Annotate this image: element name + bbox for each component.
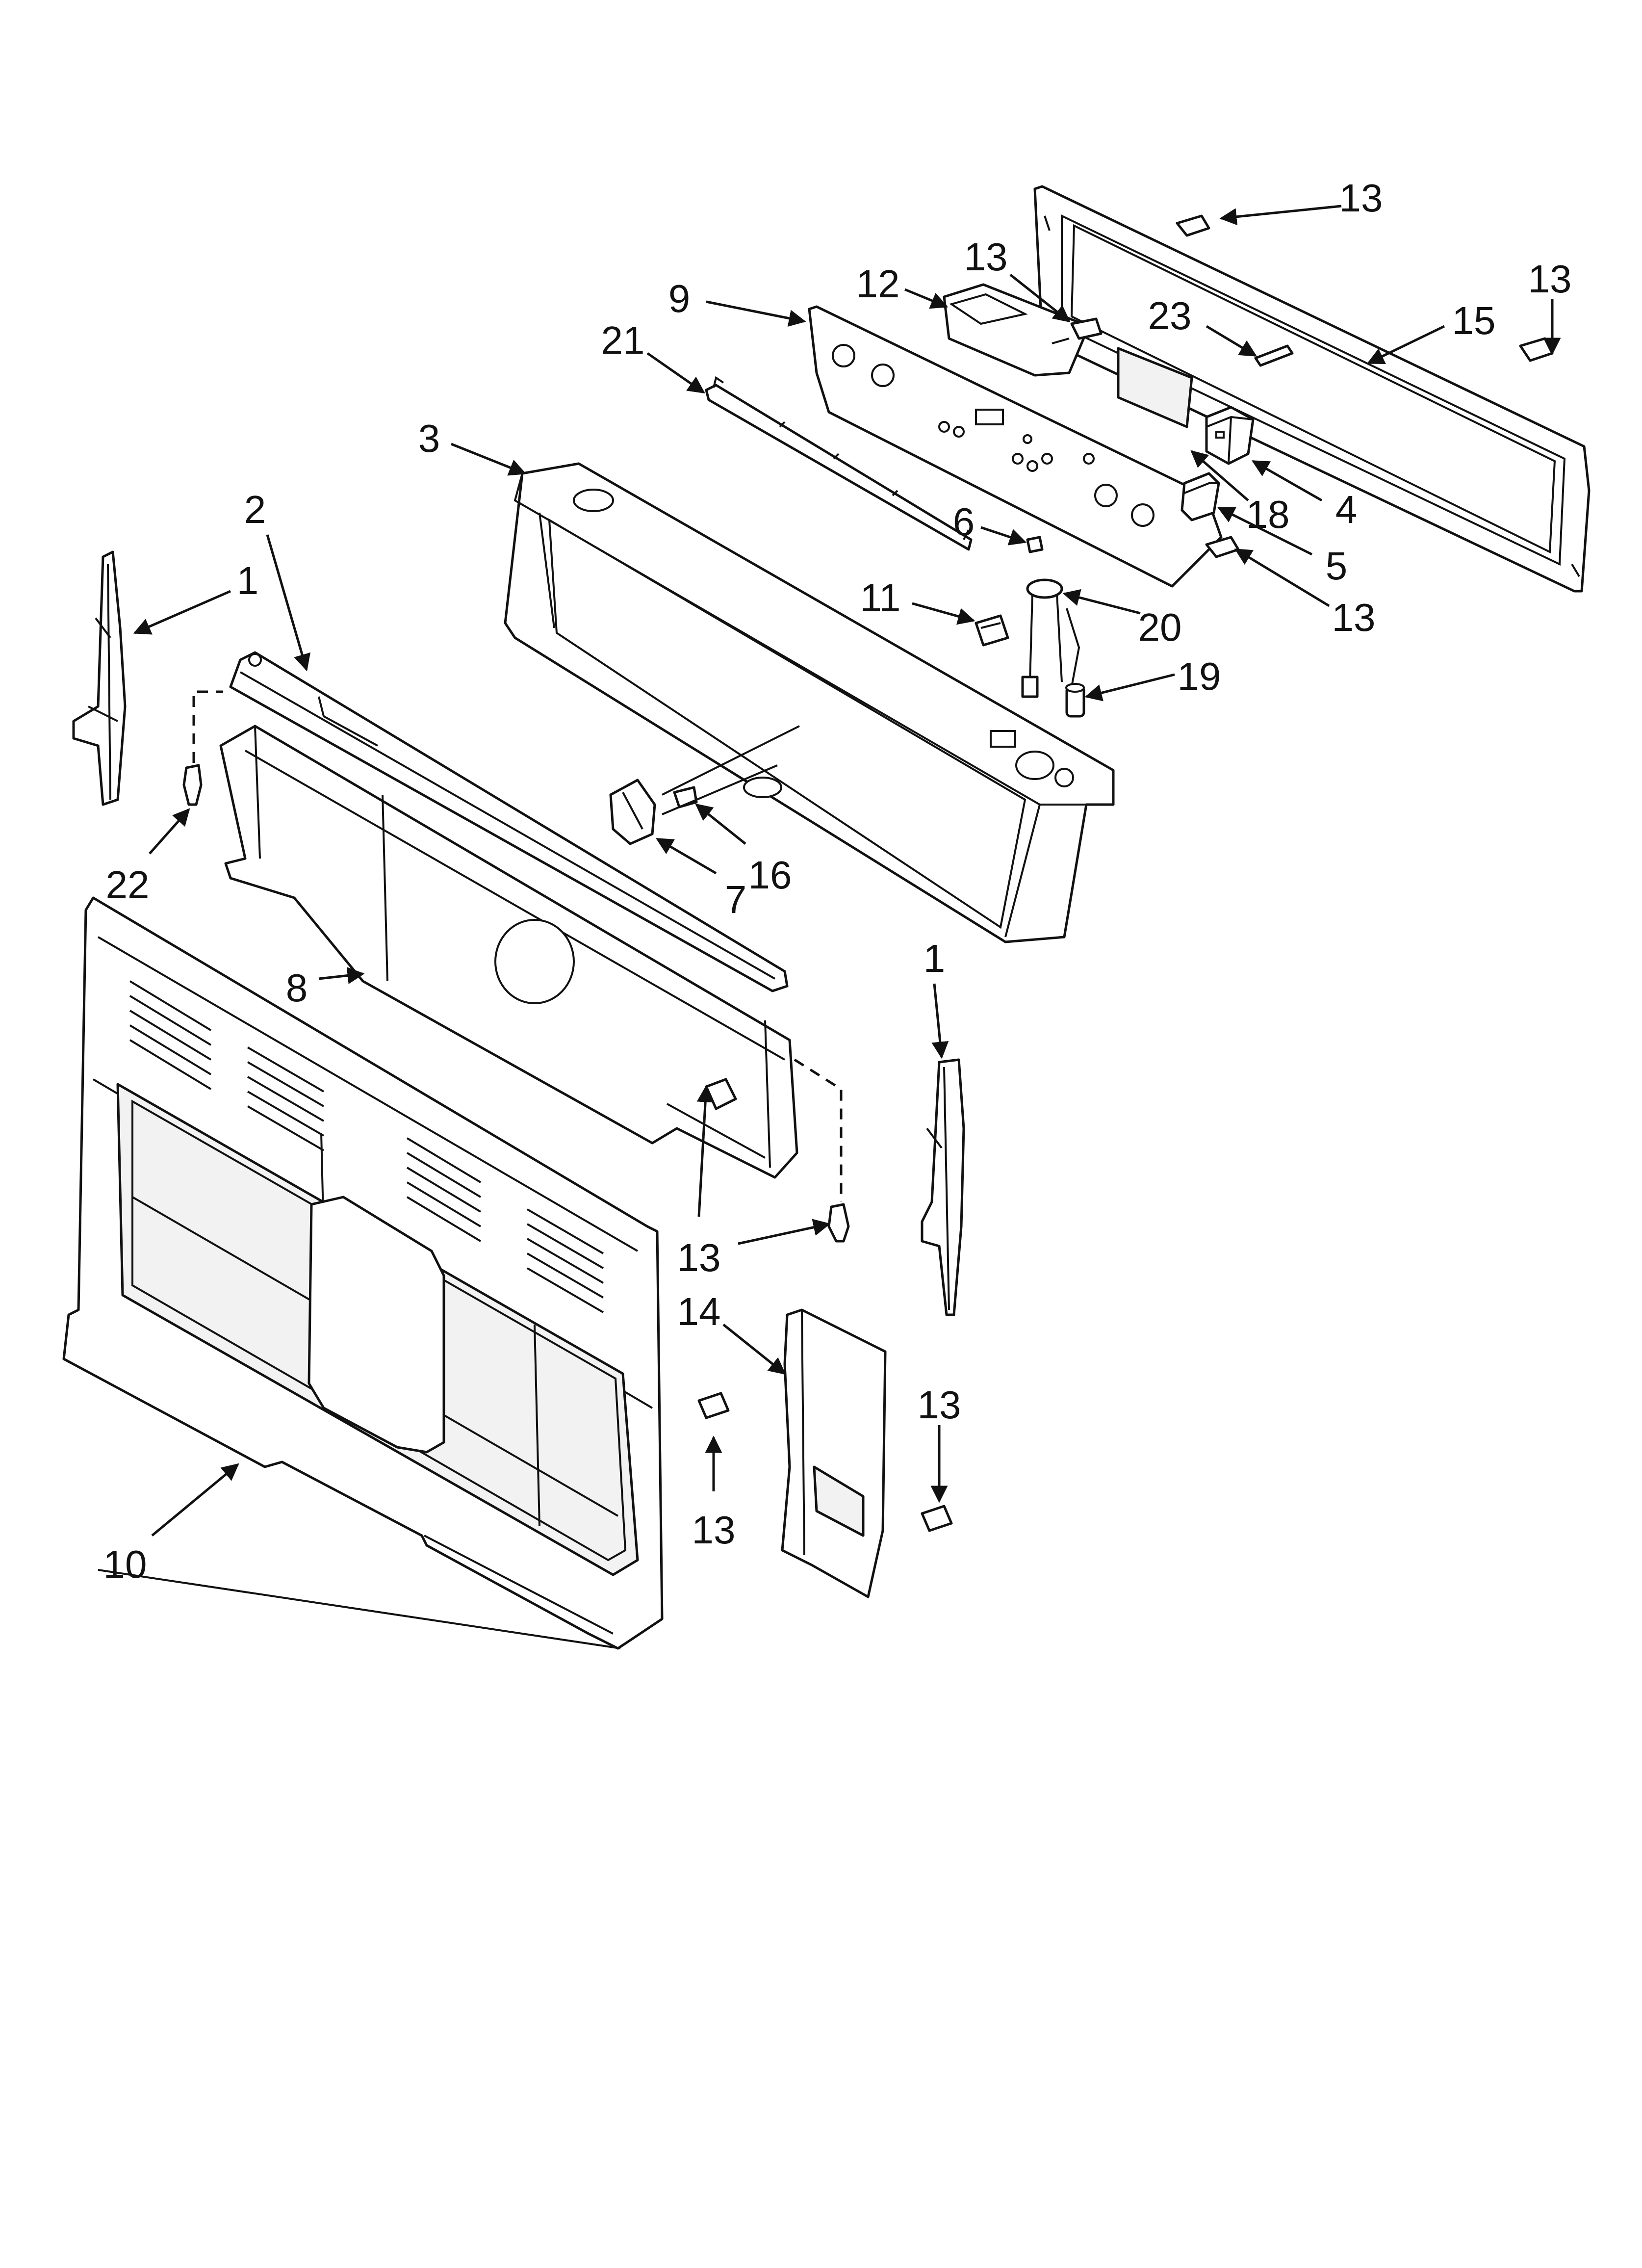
side-trim-right-part-1: [921, 1058, 965, 1316]
callout-label-c5: 9: [668, 277, 691, 320]
callout-leader-c12: [266, 534, 311, 672]
dashed-line-22: [192, 690, 223, 763]
switch-part-4: [1205, 406, 1255, 465]
callout-leader-c7: [1366, 325, 1445, 365]
callout-label-c24: 1: [924, 937, 946, 980]
callout-label-c4: 12: [856, 262, 900, 306]
callout-label-c23: 8: [286, 966, 308, 1010]
rear-panel-part-10: [62, 896, 664, 1650]
bracket-part-21: [705, 376, 973, 551]
callout-label-c25: 13: [677, 1236, 721, 1279]
screw-13-bracket: [921, 1505, 953, 1532]
callout-label-c30: 10: [103, 1542, 147, 1586]
callout-leader-c21: [695, 803, 746, 845]
screw-13-panel: [697, 1392, 730, 1419]
callout-label-c19: 19: [1178, 654, 1221, 698]
callout-leader-c3: [1009, 274, 1071, 323]
knob-centerlines: [662, 725, 800, 815]
callout-label-c9: 3: [418, 417, 440, 460]
callout-label-c11: 18: [1246, 493, 1290, 536]
callout-leader-c8: [646, 352, 705, 394]
lamp-part-19: [1065, 683, 1085, 718]
callout-leader-c17: [912, 602, 975, 625]
callout-label-c15: 5: [1326, 544, 1348, 588]
console-part-3: [504, 462, 1115, 943]
callout-label-c3: 13: [964, 235, 1008, 279]
screw-13-right: [1519, 337, 1554, 362]
side-trim-left-part-1: [72, 550, 127, 806]
callout-leader-c14: [133, 590, 231, 635]
callout-label-c27: 14: [677, 1290, 721, 1333]
switch-part-11: [975, 614, 1009, 647]
callout-leader-c15: [1217, 506, 1313, 556]
callout-leader-c13: [980, 526, 1027, 546]
callout-label-c14: 1: [237, 559, 259, 602]
callout-label-c16: 13: [1332, 596, 1376, 639]
callout-label-c28: 13: [918, 1383, 961, 1427]
callout-leader-c1a: [1219, 205, 1342, 226]
vent-slots: [129, 980, 604, 1313]
callout-leader-c10: [1251, 460, 1323, 502]
callout-leader-c20: [149, 808, 190, 855]
center-panel-part-8: [219, 725, 798, 1179]
control-board-part-12: [943, 283, 1090, 377]
top-rail-part-2: [229, 651, 789, 992]
callout-leader-c23: [318, 967, 365, 984]
callout-leader-c18: [1062, 589, 1141, 615]
callout-label-c17: 11: [860, 576, 900, 620]
callout-leader-c27: [722, 1324, 786, 1375]
callout-leader-c4: [904, 288, 949, 309]
callout-label-c21: 16: [748, 853, 792, 897]
screw-13-top: [1176, 214, 1210, 237]
callout-leader-c5: [706, 300, 806, 327]
callout-label-c18: 20: [1138, 605, 1182, 649]
relay-part-5: [1180, 472, 1220, 521]
callout-leader-c9: [451, 443, 527, 476]
callout-label-c6: 23: [1148, 294, 1192, 338]
display-window-part-18: [1117, 347, 1193, 428]
callout-leader-c6: [1206, 325, 1257, 357]
callout-label-c1a: 13: [1339, 176, 1383, 220]
callout-leader-c30: [151, 1463, 239, 1537]
callout-leader-c22: [655, 837, 717, 875]
callout-leader-c25: [696, 1085, 714, 1217]
control-panel-part-9: [808, 305, 1223, 588]
side-bracket-part-14: [781, 1308, 887, 1598]
callout-label-c26: 13: [677, 1236, 721, 1279]
screw-13-board: [1070, 317, 1103, 340]
callout-leader-c11: [1190, 450, 1249, 501]
knob-part-7: [609, 779, 656, 845]
callout-label-c2: 13: [1528, 257, 1572, 301]
callout-label-c8: 21: [601, 318, 645, 362]
callout-label-c12: 2: [244, 488, 266, 531]
callout-leader-c26: [738, 1219, 831, 1245]
callout-label-c7: 15: [1452, 299, 1496, 342]
trim-frame-part-15: [1033, 185, 1591, 593]
callout-label-c10: 4: [1335, 488, 1358, 531]
screw-13-lower: [827, 1203, 850, 1243]
screw-part-6: [1026, 536, 1044, 553]
callout-label-c13: 6: [953, 500, 975, 544]
callout-leader-c24: [931, 983, 949, 1059]
sensor-part-20: [1021, 578, 1080, 698]
callout-label-c20: 22: [106, 863, 150, 907]
callout-label-c29: 13: [692, 1508, 736, 1552]
trim-clip-part-23: [1254, 344, 1294, 367]
callout-leader-c16: [1234, 548, 1330, 607]
callout-leader-c19: [1084, 673, 1175, 702]
callout-label-c22: 7: [725, 878, 747, 921]
dashed-line-13: [794, 1058, 843, 1202]
screw-part-22: [182, 764, 203, 806]
